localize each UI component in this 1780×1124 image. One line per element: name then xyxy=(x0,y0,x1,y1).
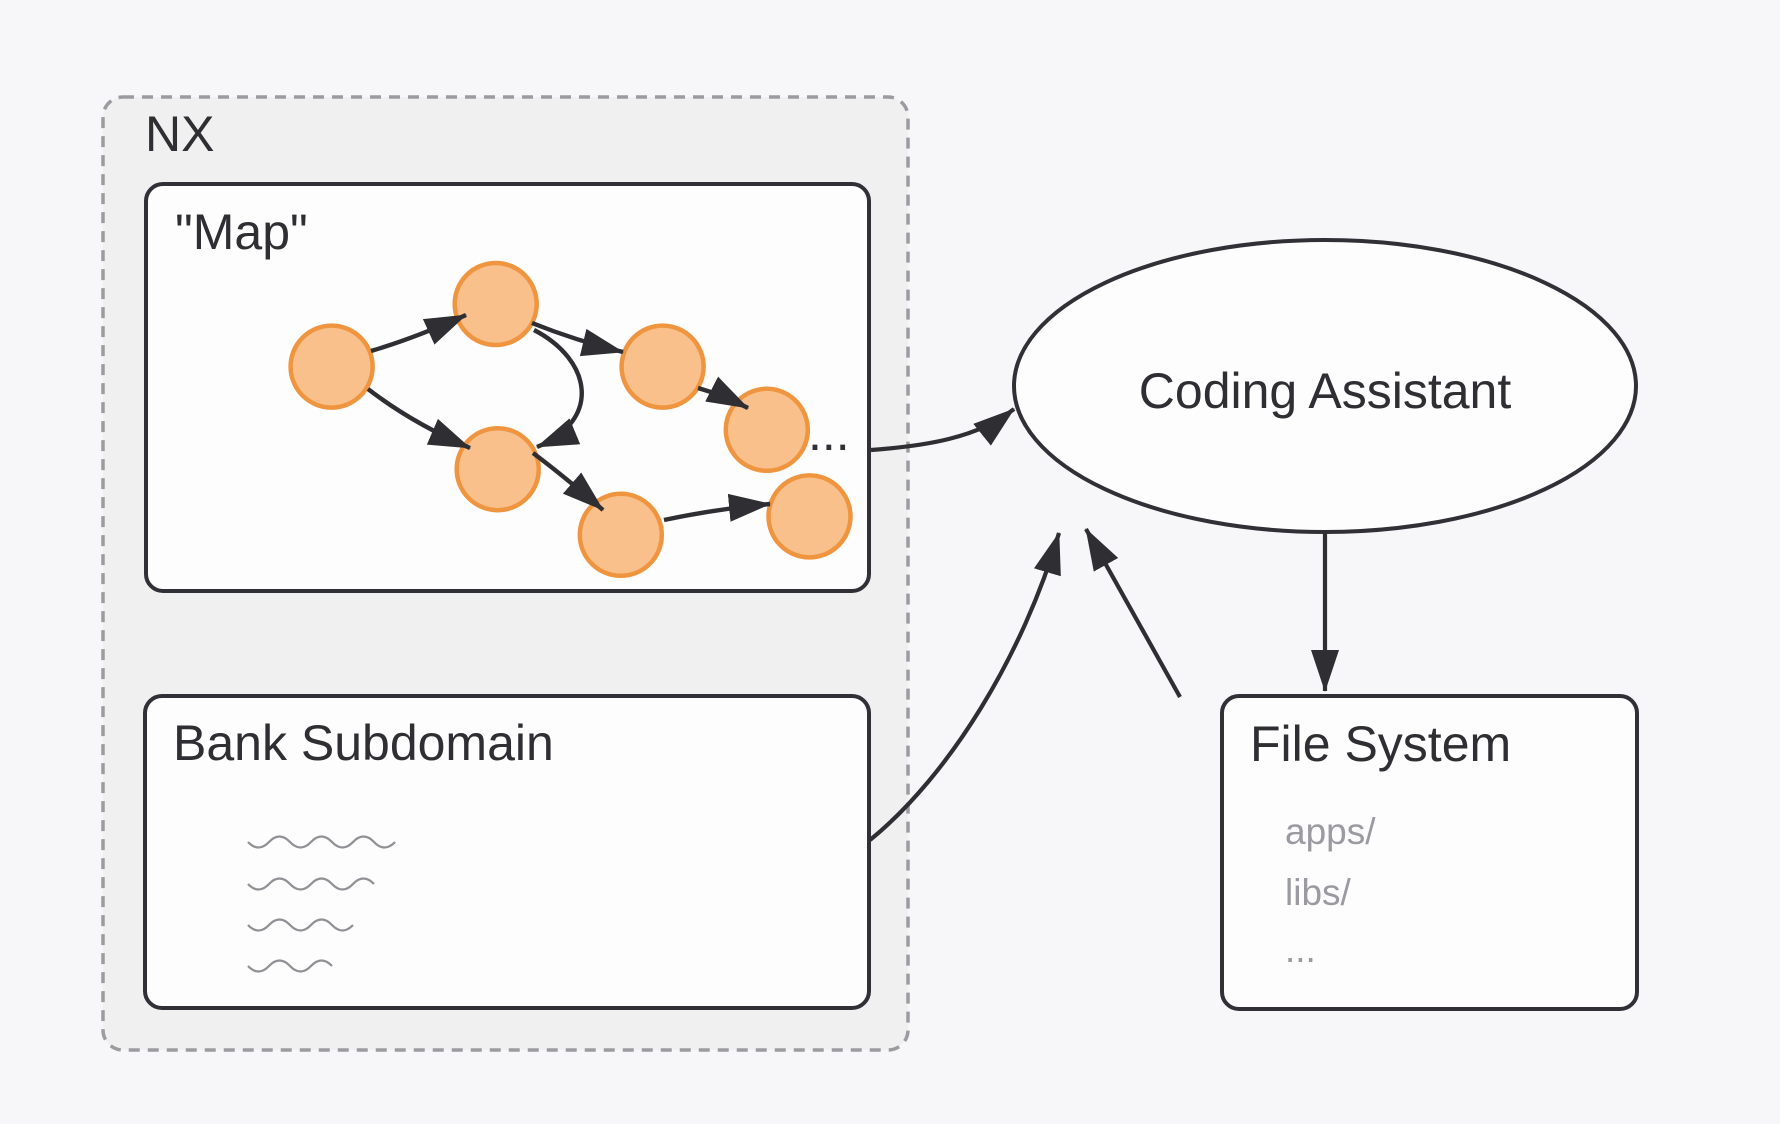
svg-text:File System: File System xyxy=(1250,716,1511,772)
svg-text:Coding Assistant: Coding Assistant xyxy=(1139,363,1512,419)
svg-text:Bank Subdomain: Bank Subdomain xyxy=(173,715,554,771)
svg-text:apps/: apps/ xyxy=(1285,811,1376,852)
svg-text:NX: NX xyxy=(145,106,214,162)
svg-text:...: ... xyxy=(808,405,850,461)
svg-text:libs/: libs/ xyxy=(1285,872,1352,913)
svg-text:...: ... xyxy=(1285,929,1316,970)
svg-text:"Map": "Map" xyxy=(175,204,308,260)
